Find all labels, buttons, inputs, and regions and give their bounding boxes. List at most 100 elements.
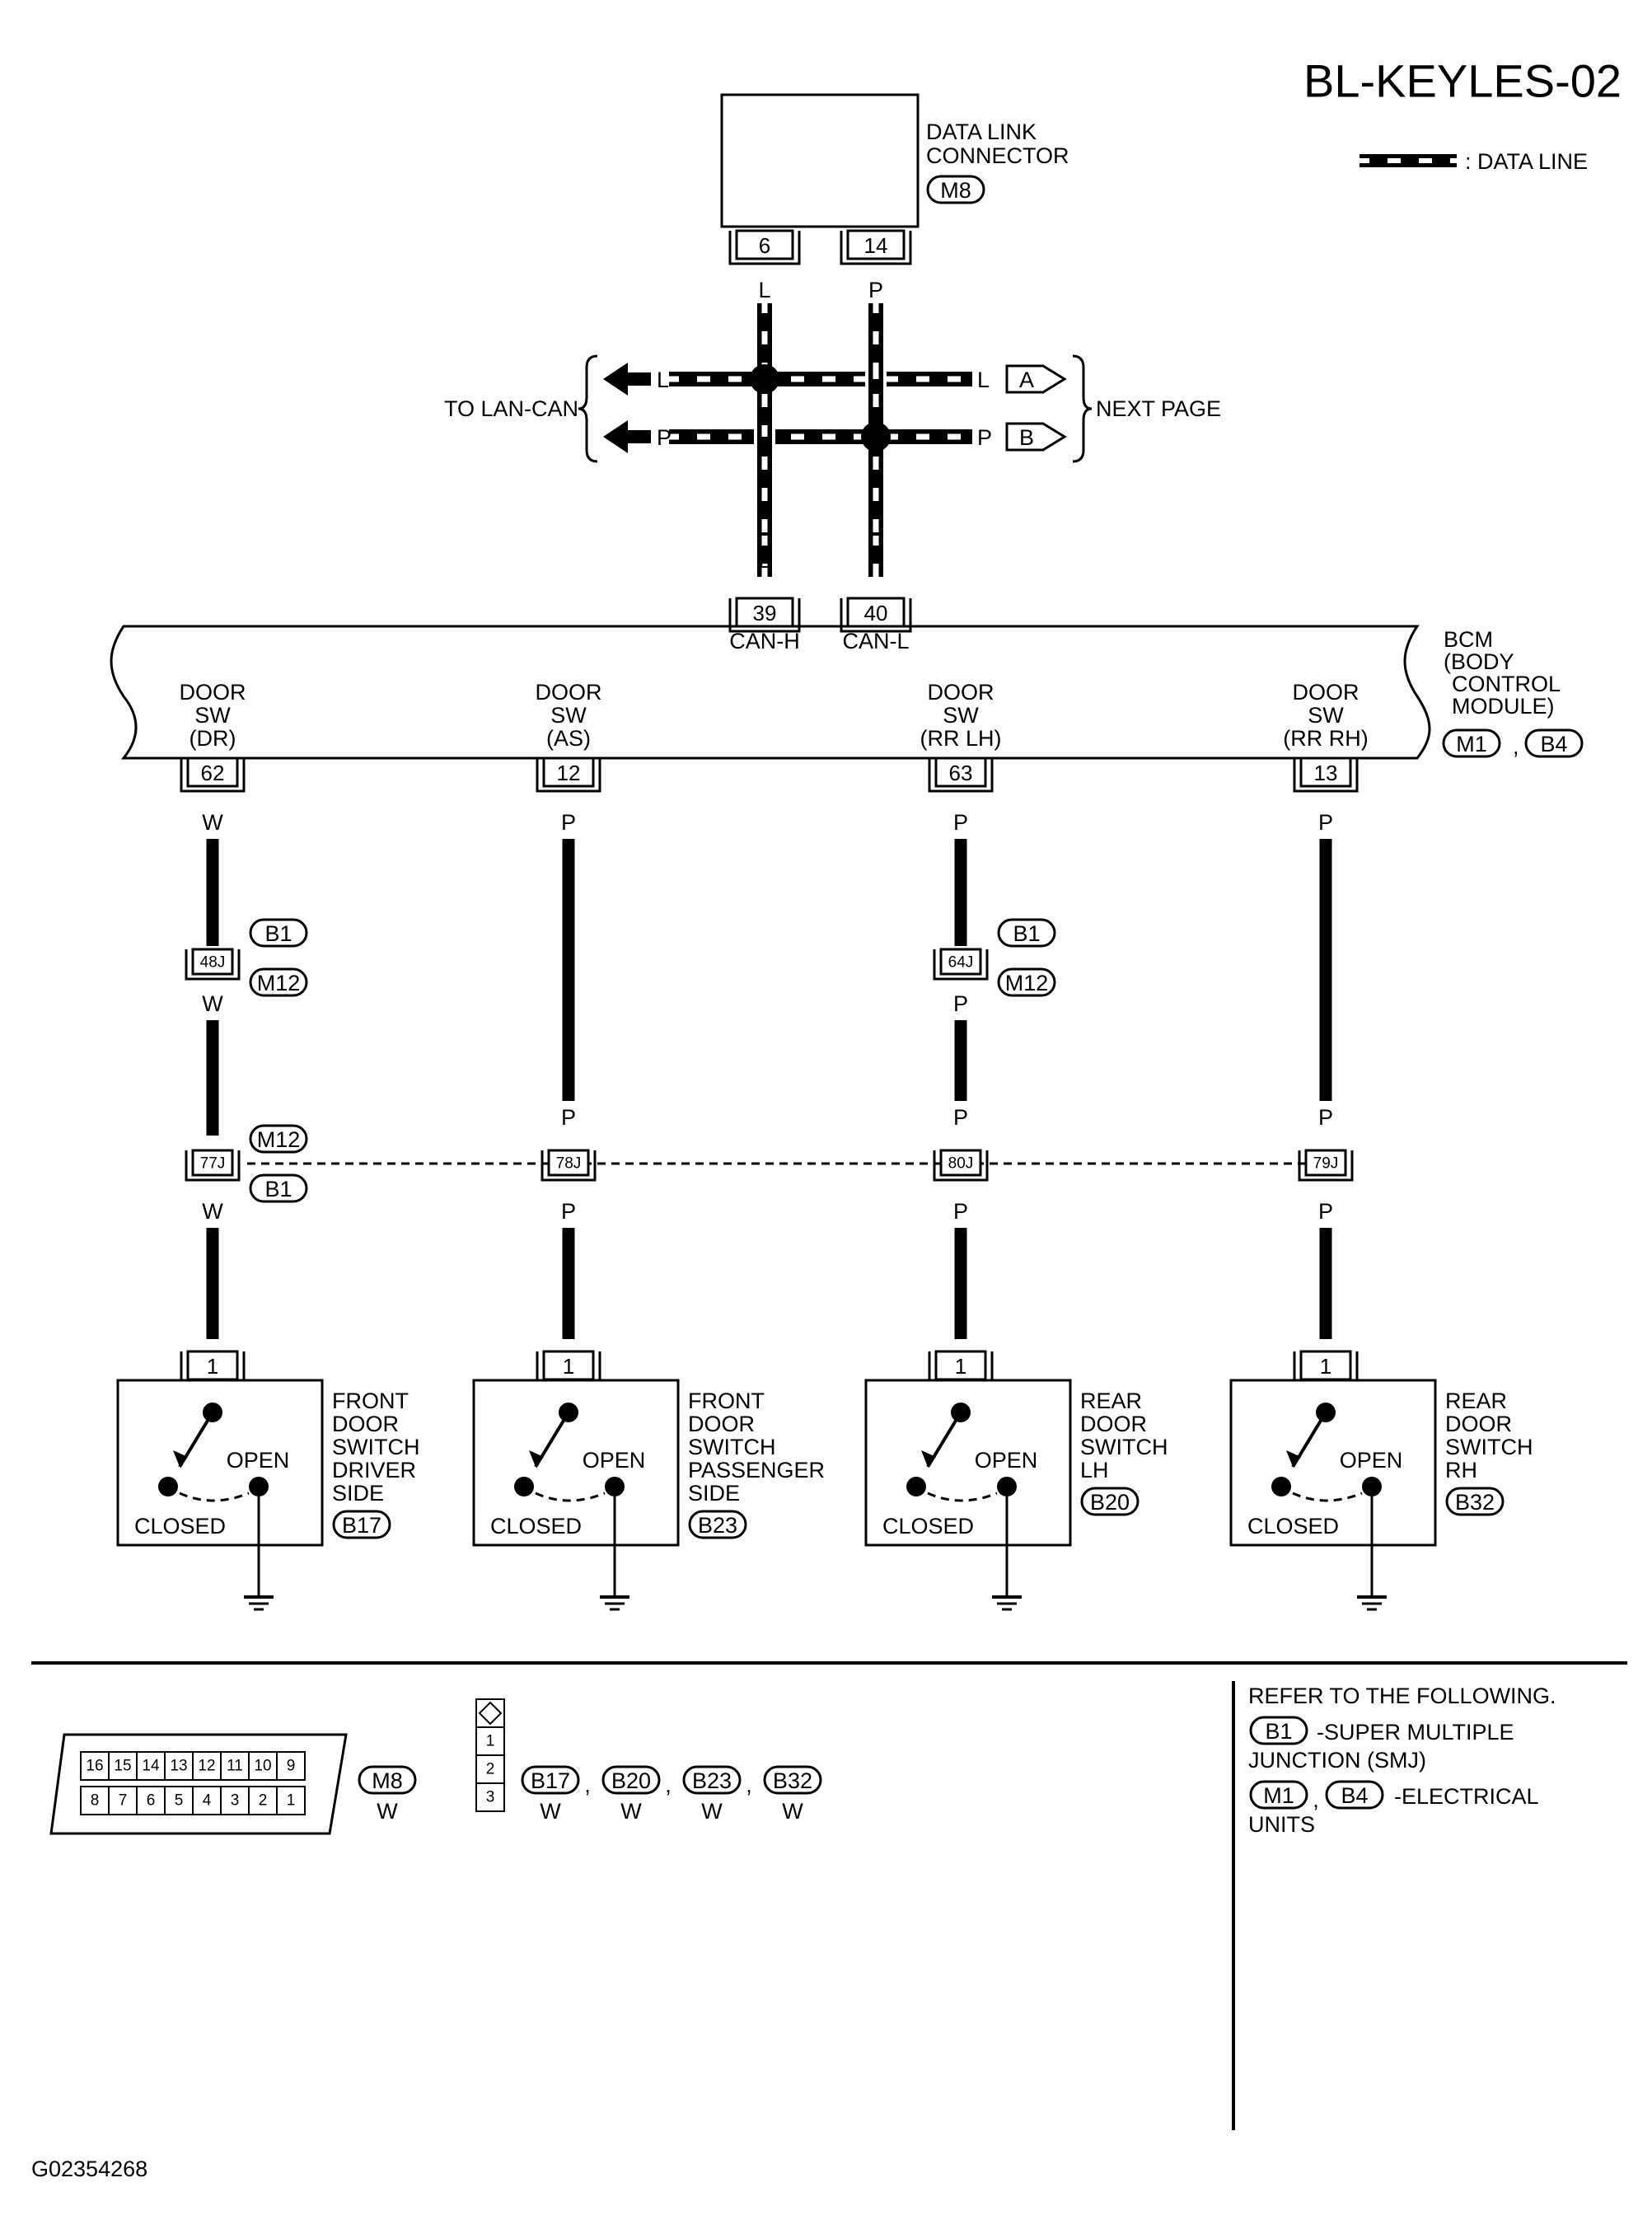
circuit-2-wire-color-top: P — [953, 810, 968, 835]
circuit-0-row-conn-1-label: M12 — [257, 1127, 301, 1152]
m8-bottom-cell-2 — [136, 1786, 166, 1815]
circuit-2-switch-closed-contact — [906, 1477, 926, 1496]
refer-eu-text-2: UNITS — [1248, 1812, 1315, 1837]
m8-bottom-pin-3: 5 — [175, 1792, 184, 1810]
circuit-0-bcm-pin-pin: 62 — [201, 761, 225, 785]
circuit-2-junction — [939, 948, 982, 976]
dlc-pin-14 — [846, 229, 906, 260]
circuit-1-wire-color-after-row: P — [561, 1199, 576, 1224]
circuit-2-junction-conn-2 — [997, 967, 1056, 997]
circuit-1-row-joint — [547, 1149, 590, 1177]
can-h-wire-color: L — [758, 548, 770, 573]
dlc-wire-color-l: L — [758, 278, 770, 302]
circuit-3-row-joint-bracket — [1298, 1150, 1354, 1182]
small-view-tag-2-label: B23 — [692, 1768, 732, 1793]
bcm-pin-40-pin: 40 — [864, 601, 888, 625]
m8-top-cell-6 — [248, 1751, 278, 1781]
next-page-ref-a — [1005, 364, 1067, 394]
circuit-3-switch-arrowhead — [1286, 1450, 1301, 1467]
m8-top-pin-7: 9 — [287, 1758, 296, 1775]
splice-can-l — [861, 422, 891, 452]
small-view-tag-1 — [601, 1765, 661, 1795]
legend-data-line-label: : DATA LINE — [1465, 149, 1588, 174]
dlc-pin-14-bracket — [840, 231, 912, 265]
diagram-structure — [31, 93, 1627, 2130]
circuit-0-junction — [191, 948, 234, 976]
circuit-0-junction-conn-1-label: B1 — [264, 921, 292, 946]
circuit-0-wire-color-after-row: W — [202, 1199, 223, 1224]
small-conn-pin-1: 2 — [486, 1761, 495, 1778]
circuit-3-row-joint — [1304, 1149, 1347, 1177]
bcm-pin-39-bracket — [728, 598, 801, 633]
m8-top-cell-5 — [220, 1751, 250, 1781]
circuit-0-sw-label-2: SW — [194, 703, 231, 728]
circuit-1-switch-name-4: SIDE — [688, 1481, 740, 1506]
dlc-pin-6-bracket — [728, 231, 801, 265]
circuit-2-switch-open-contact — [997, 1477, 1017, 1496]
refer-eu-text-1: -ELECTRICAL — [1394, 1784, 1539, 1809]
circuit-2-sw-label-1: DOOR — [928, 680, 994, 705]
circuit-2-junction-bracket — [933, 949, 989, 981]
circuit-3-closed-label: CLOSED — [1247, 1514, 1339, 1539]
circuit-3-switch-pin-pin: 1 — [1320, 1354, 1331, 1379]
circuit-1-switch-travel — [535, 1492, 606, 1502]
circuit-3-switch-travel — [1292, 1492, 1363, 1502]
circuit-3-bcm-pin-bracket — [1293, 758, 1359, 793]
circuit-0-wire-color-mid: W — [202, 991, 223, 1016]
circuit-2-bcm-pin-bracket — [928, 758, 994, 793]
circuit-2-row-joint-bracket — [933, 1150, 989, 1182]
circuit-2-switch-name-0: REAR — [1080, 1389, 1142, 1413]
circuit-1-switch-arrowhead — [529, 1450, 544, 1467]
refer-eu-tag-1-label: M1 — [1263, 1783, 1294, 1808]
m8-bottom-pin-0: 8 — [91, 1792, 100, 1810]
circuit-2-switch-pin-pin: 1 — [955, 1354, 966, 1379]
circuit-1-bcm-pin-pin: 12 — [557, 761, 581, 785]
circuit-0-junction-bracket — [185, 949, 241, 981]
circuit-1-switch-name-3: PASSENGER — [688, 1458, 825, 1482]
figure-id: G02354268 — [31, 2157, 147, 2181]
m8-top-cell-1 — [108, 1751, 138, 1781]
refer-eu-sep: , — [1313, 1787, 1319, 1812]
small-view-tag-2 — [682, 1765, 742, 1795]
to-lan-can-label: TO LAN-CAN — [444, 396, 578, 421]
m8-top-pin-2: 14 — [142, 1758, 160, 1775]
small-view-tag-3 — [763, 1765, 822, 1795]
legend-data-line-swatch — [1360, 154, 1457, 167]
circuit-2-bcm-pin — [934, 756, 987, 788]
circuit-0-row-conn-2 — [249, 1173, 308, 1203]
m8-top-pin-6: 10 — [254, 1758, 271, 1775]
circuit-0-row-joint-pin: 77J — [200, 1155, 226, 1173]
circuit-3-switch-name-1: DOOR — [1445, 1412, 1512, 1436]
circuit-0-bcm-pin-bracket — [180, 758, 246, 793]
m8-top-pin-1: 15 — [114, 1758, 131, 1775]
circuit-1-wire-color-before-row: P — [561, 1105, 576, 1130]
bcm-body — [110, 625, 1431, 760]
bcm-connector-b4-label: B4 — [1540, 732, 1567, 756]
lan-right-color-l: L — [977, 368, 990, 392]
m8-connector-face — [49, 1733, 348, 1835]
circuit-1-switch-connector-tag — [688, 1510, 747, 1539]
bcm-pin-40-bracket — [840, 598, 912, 633]
splice-can-h — [750, 364, 779, 394]
m8-top-cell-2 — [136, 1751, 166, 1781]
m8-bottom-cell-4 — [192, 1786, 222, 1815]
small-view-color-1: W — [620, 1799, 642, 1824]
circuit-3-wire-color-top: P — [1318, 810, 1333, 835]
circuit-2-row-joint-pin: 80J — [948, 1155, 974, 1173]
m8-top-cell-0 — [80, 1751, 110, 1781]
dlc-label-2: CONNECTOR — [926, 143, 1069, 168]
dlc-pin-14-pin: 14 — [864, 233, 888, 258]
circuit-2-junction-conn-2-label: M12 — [1005, 971, 1049, 995]
m8-top-pin-5: 11 — [227, 1758, 243, 1775]
refer-smj-tag-label: B1 — [1265, 1719, 1292, 1744]
circuit-3-row-joint-pin: 79J — [1313, 1155, 1339, 1173]
data-link-connector-box — [720, 93, 920, 228]
circuit-3-switch-name-0: REAR — [1445, 1389, 1507, 1413]
circuit-1-row-joint-bracket — [541, 1150, 597, 1182]
circuit-0-switch-name-0: FRONT — [332, 1389, 409, 1413]
circuit-3-switch-connector-tag-label: B32 — [1455, 1490, 1495, 1515]
refer-smj-tag — [1249, 1716, 1308, 1745]
circuit-2-switch-name-3: LH — [1080, 1458, 1109, 1482]
circuit-0-wire-color-top: W — [202, 810, 223, 835]
